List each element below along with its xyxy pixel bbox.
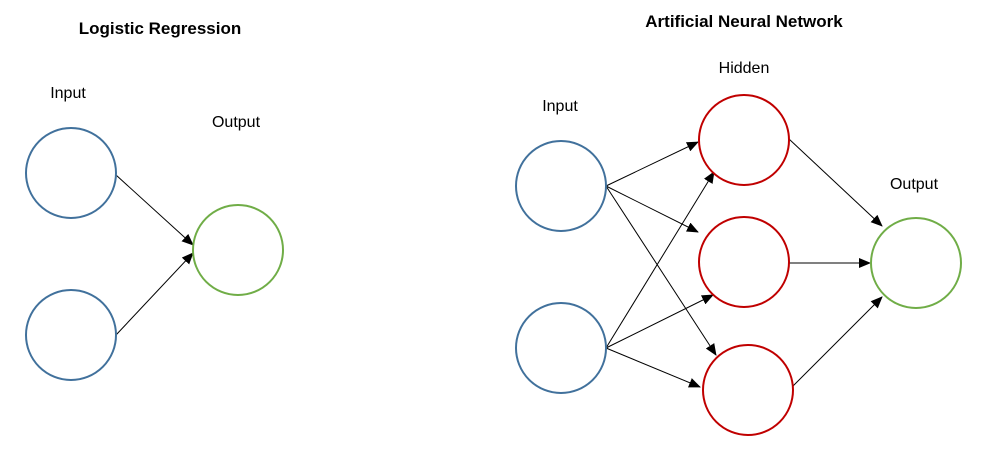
ann-edge-in2-h3 bbox=[605, 347, 701, 388]
ann-hidden-node-1 bbox=[698, 94, 790, 186]
ann-edge-in1-h3 bbox=[605, 185, 717, 356]
logistic-input-node-1 bbox=[25, 127, 117, 219]
ann-edge-in1-h1 bbox=[605, 141, 699, 187]
ann-hidden-label: Hidden bbox=[719, 60, 770, 77]
ann-edge-in1-h2 bbox=[605, 185, 699, 233]
logistic-input-label: Input bbox=[50, 85, 86, 102]
ann-edge-h1-out bbox=[788, 138, 883, 227]
logistic-output-node bbox=[192, 204, 284, 296]
ann-edge-in2-h1 bbox=[605, 171, 715, 349]
ann-output-label: Output bbox=[890, 176, 939, 193]
ann-output-node bbox=[870, 217, 962, 309]
ann-input-node-2 bbox=[515, 302, 607, 394]
ann-diagram: Artificial Neural Network Hidden Input O… bbox=[515, 12, 962, 436]
logistic-input-node-2 bbox=[25, 289, 117, 381]
logistic-regression-diagram: Logistic Regression Input Output bbox=[25, 19, 284, 381]
ann-title: Artificial Neural Network bbox=[645, 12, 843, 31]
ann-input-node-1 bbox=[515, 140, 607, 232]
ann-edge-in2-h2 bbox=[605, 294, 714, 349]
ann-input-label: Input bbox=[542, 98, 578, 115]
logistic-edge-2 bbox=[115, 252, 194, 336]
logistic-edge-1 bbox=[115, 174, 194, 246]
ann-hidden-node-2 bbox=[698, 216, 790, 308]
logistic-title: Logistic Regression bbox=[79, 19, 241, 38]
logistic-output-label: Output bbox=[212, 114, 261, 131]
ann-hidden-node-3 bbox=[702, 344, 794, 436]
ann-edge-h3-out bbox=[788, 296, 883, 391]
